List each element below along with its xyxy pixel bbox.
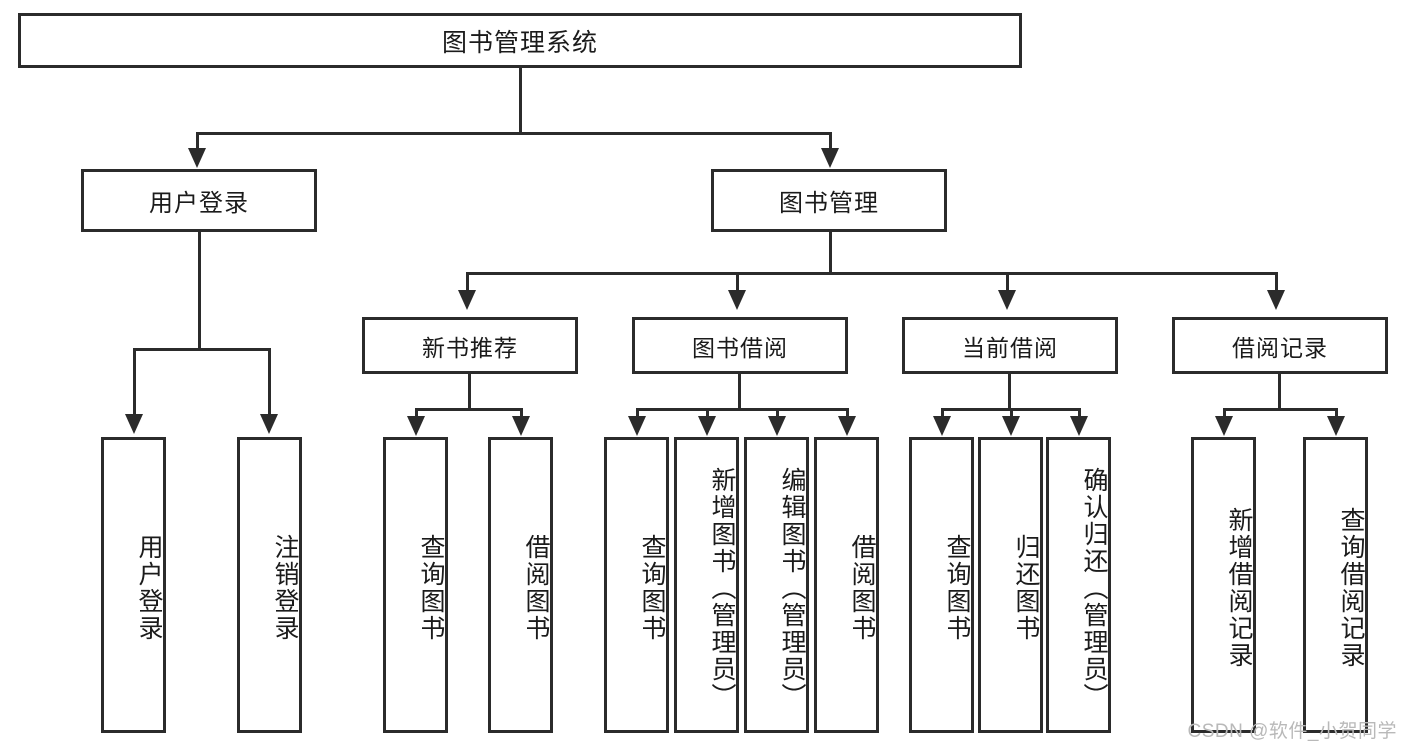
arrow-root-to-bookmgmt [821,148,839,168]
edge-currentborrow-to-leaf2 [1010,408,1013,420]
node-label: 借阅记录 [1232,334,1328,361]
edge-userlogin-stem [198,232,201,350]
arrow-root-to-userlogin [188,148,206,168]
node-label: 当前借阅 [962,334,1058,361]
edge-bookmgmt-to-current [1006,272,1009,292]
leaf-label: 查询借阅记录 [1337,507,1365,669]
edge-bookborrow-to-leaf1 [636,408,639,420]
leaf-borrowrecord-query-record[interactable]: 查询借阅记录 [1303,437,1368,733]
node-book-borrow[interactable]: 图书借阅 [632,317,848,374]
edge-root-to-bookmgmt [829,132,832,150]
leaf-bookborrow-borrow-books[interactable]: 借阅图书 [814,437,879,733]
edge-root-bus [196,132,831,135]
leaf-label: 借阅图书 [848,534,876,642]
node-book-management[interactable]: 图书管理 [711,169,947,232]
leaf-label: 注销登录 [271,534,299,642]
edge-bookborrow-to-leaf2 [706,408,709,420]
leaf-currentborrow-query-books[interactable]: 查询图书 [909,437,974,733]
leaf-newbook-query-books[interactable]: 查询图书 [383,437,448,733]
edge-borrowrecord-to-leaf2 [1335,408,1338,420]
arrow-bookborrow-to-leaf4 [838,416,856,436]
arrow-newbook-to-leaf1 [407,416,425,436]
arrow-bookborrow-to-leaf3 [768,416,786,436]
edge-currentborrow-stem [1008,374,1011,410]
leaf-user-login-login[interactable]: 用户登录 [101,437,166,733]
leaf-bookborrow-edit-book-admin[interactable]: 编辑图书（管理员） [744,437,809,733]
node-label: 图书借阅 [692,334,788,361]
leaf-label: 查询图书 [943,534,971,642]
edge-bookmgmt-to-borrow [736,272,739,292]
leaf-label: 查询图书 [638,534,666,642]
node-new-book-recommend[interactable]: 新书推荐 [362,317,578,374]
leaf-currentborrow-return-books[interactable]: 归还图书 [978,437,1043,733]
edge-newbook-to-leaf2 [520,408,523,420]
edge-bookborrow-to-leaf4 [846,408,849,420]
arrow-bookborrow-to-leaf2 [698,416,716,436]
node-borrow-record[interactable]: 借阅记录 [1172,317,1388,374]
arrow-currentborrow-to-leaf1 [933,416,951,436]
leaf-label: 归还图书 [1012,534,1040,642]
node-label: 图书管理系统 [441,28,598,57]
leaf-label: 新增借阅记录 [1225,507,1253,669]
arrow-userlogin-to-leaf1 [125,414,143,434]
edge-userlogin-bus [133,348,268,351]
arrow-bookmgmt-to-borrow [728,290,746,310]
arrow-borrowrecord-to-leaf1 [1215,416,1233,436]
arrow-newbook-to-leaf2 [512,416,530,436]
edge-bookborrow-bus [636,408,848,411]
leaf-label: 用户登录 [135,534,163,642]
leaf-label: 查询图书 [417,534,445,642]
edge-bookmgmt-to-record [1275,272,1278,292]
leaf-label: 确认归还（管理员） [1080,466,1108,710]
arrow-currentborrow-to-leaf3 [1070,416,1088,436]
arrow-bookmgmt-to-record [1267,290,1285,310]
leaf-bookborrow-query-books[interactable]: 查询图书 [604,437,669,733]
arrow-bookborrow-to-leaf1 [628,416,646,436]
leaf-currentborrow-confirm-return-admin[interactable]: 确认归还（管理员） [1046,437,1111,733]
edge-newbook-bus [415,408,523,411]
edge-newbook-stem [468,374,471,410]
edge-currentborrow-to-leaf3 [1078,408,1081,420]
edge-userlogin-to-leaf1 [133,348,136,418]
edge-bookmgmt-stem [829,232,832,274]
leaf-bookborrow-add-book-admin[interactable]: 新增图书（管理员） [674,437,739,733]
csdn-watermark: CSDN @软件_小贺同学 [1187,721,1397,742]
node-root-system[interactable]: 图书管理系统 [18,13,1022,68]
edge-bookborrow-stem [738,374,741,410]
leaf-label: 编辑图书（管理员） [778,466,806,710]
node-user-login[interactable]: 用户登录 [81,169,317,232]
edge-root-stem [519,68,522,132]
edge-bookmgmt-bus [466,272,1278,275]
edge-bookmgmt-to-newbook [466,272,469,292]
arrow-bookmgmt-to-newbook [458,290,476,310]
leaf-borrowrecord-add-record[interactable]: 新增借阅记录 [1191,437,1256,733]
leaf-user-login-logout[interactable]: 注销登录 [237,437,302,733]
edge-borrowrecord-to-leaf1 [1223,408,1226,420]
edge-currentborrow-to-leaf1 [941,408,944,420]
edge-userlogin-to-leaf2 [268,348,271,418]
node-label: 新书推荐 [422,334,518,361]
node-label: 图书管理 [779,190,879,217]
edge-bookborrow-to-leaf3 [776,408,779,420]
arrow-bookmgmt-to-current [998,290,1016,310]
leaf-newbook-borrow-books[interactable]: 借阅图书 [488,437,553,733]
leaf-label: 借阅图书 [522,534,550,642]
arrow-borrowrecord-to-leaf2 [1327,416,1345,436]
edge-borrowrecord-bus [1223,408,1335,411]
node-label: 用户登录 [149,190,249,217]
leaf-label: 新增图书（管理员） [708,466,736,710]
arrow-userlogin-to-leaf2 [260,414,278,434]
arrow-currentborrow-to-leaf2 [1002,416,1020,436]
edge-borrowrecord-stem [1278,374,1281,410]
edge-newbook-to-leaf1 [415,408,418,420]
node-current-borrow[interactable]: 当前借阅 [902,317,1118,374]
edge-root-to-userlogin [196,132,199,150]
